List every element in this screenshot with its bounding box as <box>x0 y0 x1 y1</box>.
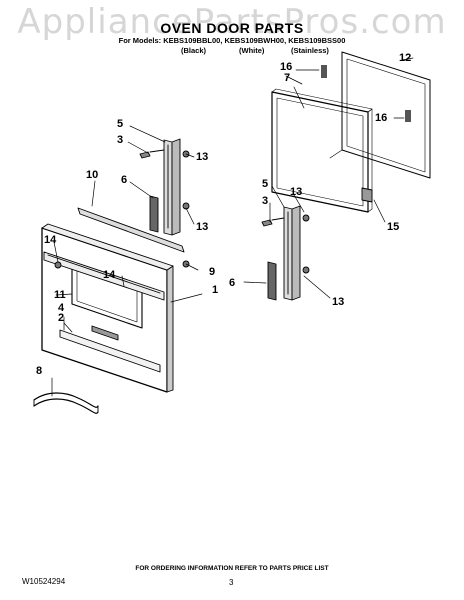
callout-13-c: 13 <box>290 186 303 198</box>
page-title: OVEN DOOR PARTS <box>160 20 304 36</box>
callout-10: 10 <box>86 169 99 181</box>
callout-8: 8 <box>36 365 43 377</box>
glass-label-parts <box>321 65 411 122</box>
callout-2: 2 <box>58 312 65 324</box>
callout-16-top: 16 <box>280 61 293 73</box>
callout-6-left: 6 <box>121 174 128 186</box>
callout-7: 7 <box>284 72 291 84</box>
callout-3-left: 3 <box>117 134 124 146</box>
watermark: AppliancePartsPros.com <box>17 2 447 42</box>
variant-stainless: (Stainless) <box>291 46 329 55</box>
inner-glass-panel <box>271 88 373 213</box>
callout-14-center: 14 <box>103 269 116 281</box>
callout-13-d: 13 <box>332 296 345 308</box>
callout-12: 12 <box>399 52 412 64</box>
page-number: 3 <box>229 578 234 587</box>
document-id: W10524294 <box>22 577 66 586</box>
callout-6-right: 6 <box>229 277 236 289</box>
callout-13-a: 13 <box>196 151 209 163</box>
bottom-trim <box>33 392 99 414</box>
top-trim <box>77 207 185 253</box>
callout-4: 4 <box>58 302 65 314</box>
part-15-clip <box>361 187 373 203</box>
model-list: For Models: KEBS109BBL00, KEBS109BWH00, … <box>118 36 346 45</box>
callout-5-right: 5 <box>262 178 269 190</box>
callout-9: 9 <box>209 266 216 278</box>
outer-glass-panel <box>329 51 431 179</box>
callout-5-left: 5 <box>117 118 124 130</box>
callout-15: 15 <box>387 221 400 233</box>
variant-black: (Black) <box>181 46 207 55</box>
ordering-note: FOR ORDERING INFORMATION REFER TO PARTS … <box>135 565 329 572</box>
leader-lines <box>51 57 414 397</box>
oven-door-body <box>41 223 174 393</box>
left-hinge-assembly <box>139 138 190 236</box>
callout-16-right: 16 <box>375 112 388 124</box>
callout-3-right: 3 <box>262 195 269 207</box>
callout-11: 11 <box>54 289 66 301</box>
callout-14-left: 14 <box>44 234 57 246</box>
callout-1: 1 <box>212 284 219 296</box>
variant-white: (White) <box>239 46 265 55</box>
callout-13-b: 13 <box>196 221 209 233</box>
right-hinge-assembly <box>261 205 310 301</box>
